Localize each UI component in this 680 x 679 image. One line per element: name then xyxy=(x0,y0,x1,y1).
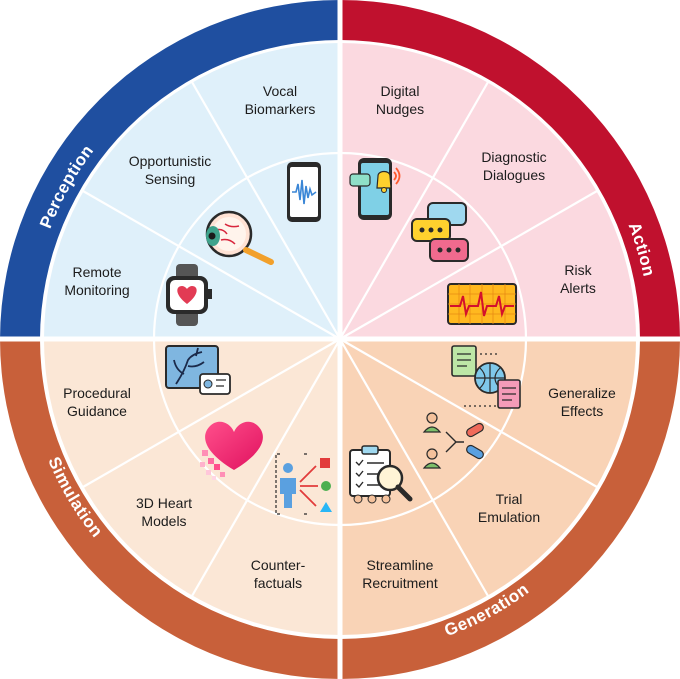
simulation-quadrant xyxy=(44,339,340,635)
action-quadrant xyxy=(340,43,636,339)
simulation-ring xyxy=(0,339,340,679)
globe-documents-icon xyxy=(451,345,521,409)
quadrant-fills xyxy=(44,43,636,635)
perception-quadrant xyxy=(44,43,340,339)
counterfactuals-label: Counter-factuals xyxy=(251,557,306,591)
eye-magnifier-icon xyxy=(205,210,274,265)
phone-notification-icon xyxy=(349,158,401,220)
clipboard-search-people-icon xyxy=(349,445,413,504)
action-ring xyxy=(340,0,680,339)
ecg-alert-icon xyxy=(447,283,517,325)
pixel-heart-icon xyxy=(200,421,263,480)
smartphone-waveform-icon xyxy=(287,162,321,222)
perception-ring xyxy=(0,0,340,339)
angiogram-screen-icon xyxy=(165,345,231,395)
spokes xyxy=(82,81,598,597)
chat-bubbles-icon xyxy=(411,202,469,262)
population-pills-icon xyxy=(422,412,484,469)
generation-ring xyxy=(340,339,680,679)
person-branching-outcomes-icon xyxy=(275,453,332,515)
smartwatch-heart-icon xyxy=(166,264,212,326)
generation-quadrant xyxy=(340,339,636,635)
